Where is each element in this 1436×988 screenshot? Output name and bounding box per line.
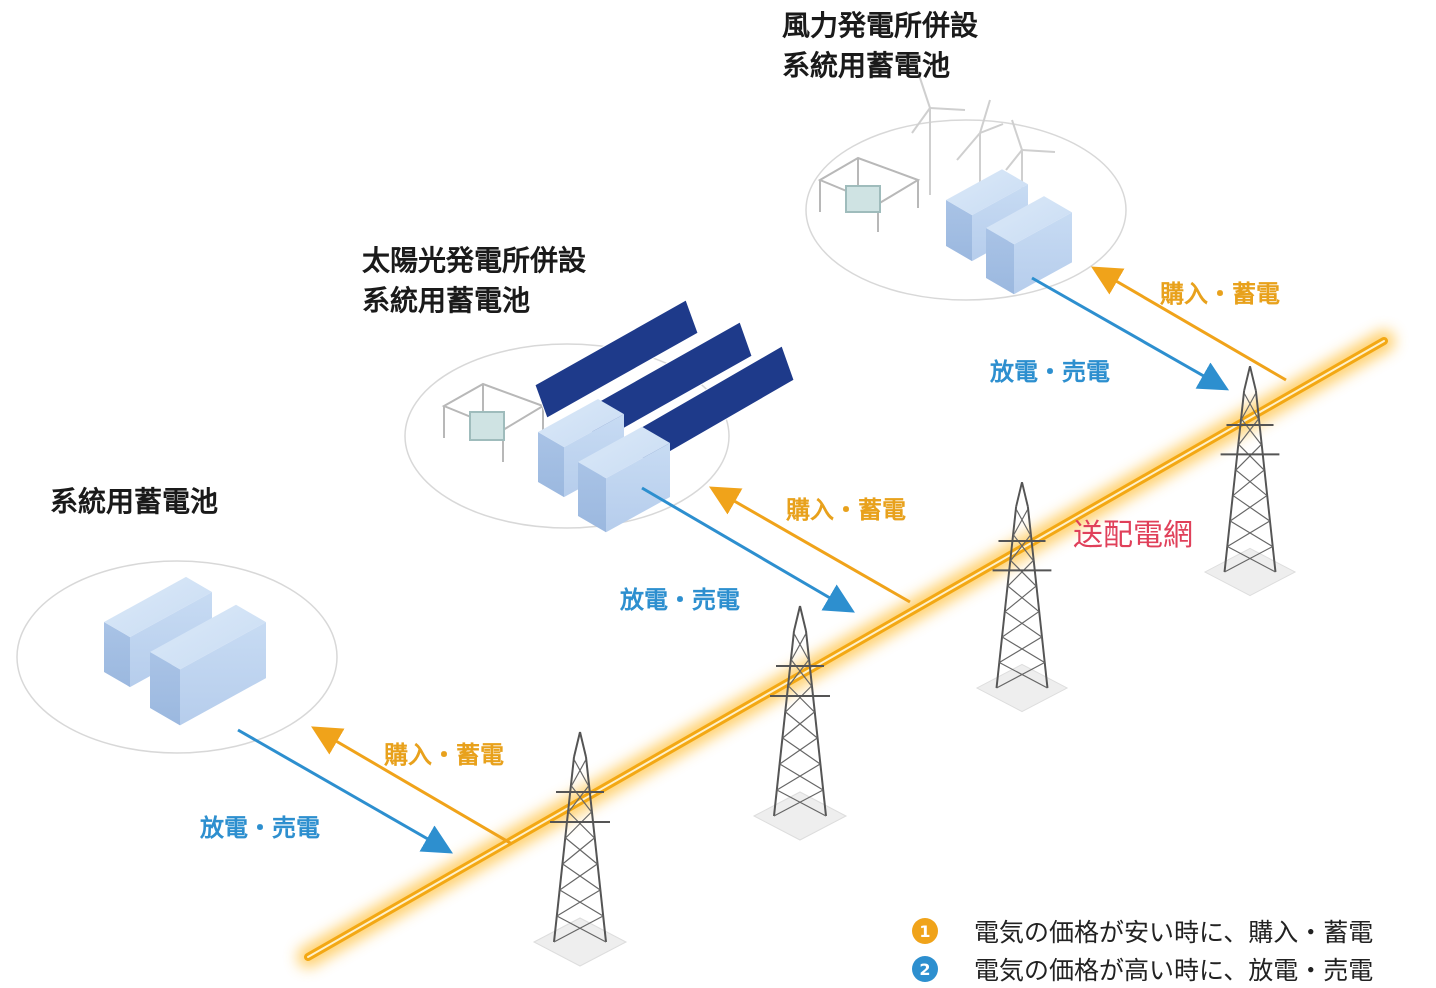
buy-arrow-wind: [1091, 266, 1287, 382]
battery-units: [104, 169, 1072, 726]
discharge-sell-label-solar: 放電・売電: [620, 586, 740, 614]
solar-site-title-line2: 系統用蓄電池: [362, 284, 531, 317]
discharge-sell-label-standalone: 放電・売電: [200, 814, 320, 842]
power-grid-line: [297, 330, 1395, 968]
power-grid-label: 送配電網: [1073, 518, 1193, 553]
buy-charge-label-wind: 購入・蓄電: [1160, 280, 1280, 308]
legend-number-badge: 2: [912, 956, 938, 982]
wind-site-title: 風力発電所併設 系統用蓄電池: [782, 6, 978, 86]
buy-arrow-solar: [708, 486, 911, 604]
standalone-site-area: [16, 560, 338, 754]
solar-site-area: [404, 343, 730, 529]
battery-icon: [578, 426, 670, 533]
transmission-towers: [532, 365, 1297, 967]
battery-icon: [986, 196, 1072, 295]
solar-site-title-line1: 太陽光発電所併設: [362, 244, 587, 277]
buy-arrow-standalone: [311, 726, 513, 846]
solar-panel-array: [534, 299, 795, 467]
substation-icon: [441, 382, 546, 462]
legend-item-2: 2 電気の価格が高い時に、放電・売電: [912, 950, 1373, 988]
legend-text: 電気の価格が安い時に、購入・蓄電: [974, 918, 1374, 947]
legend-item-1: 1 電気の価格が安い時に、購入・蓄電: [912, 912, 1373, 950]
sell-arrow-standalone: [237, 728, 454, 854]
legend-number-badge: 1: [912, 918, 938, 944]
wind-site-title-line2: 系統用蓄電池: [782, 49, 951, 82]
wind-site-area: [805, 119, 1127, 301]
flow-arrows: [237, 266, 1287, 854]
transmission-tower-icon: [975, 481, 1069, 713]
solar-site-title: 太陽光発電所併設 系統用蓄電池: [362, 241, 586, 321]
substation-icon: [817, 156, 921, 232]
battery-icon: [150, 604, 266, 726]
legend: 1 電気の価格が安い時に、購入・蓄電 2 電気の価格が高い時に、放電・売電: [912, 912, 1373, 988]
wind-site-title-line1: 風力発電所併設: [782, 9, 979, 42]
transmission-tower-icon: [1203, 365, 1297, 597]
sell-arrow-wind: [1031, 276, 1230, 391]
sell-arrow-solar: [641, 486, 855, 613]
buy-charge-label-solar: 購入・蓄電: [786, 496, 906, 524]
transmission-tower-icon: [752, 605, 848, 841]
legend-text: 電気の価格が高い時に、放電・売電: [974, 956, 1374, 985]
transmission-tower-icon: [532, 731, 628, 967]
discharge-sell-label-wind: 放電・売電: [990, 358, 1110, 386]
wind-turbine-icon: [911, 71, 1056, 210]
standalone-site-title: 系統用蓄電池: [50, 485, 219, 518]
buy-charge-label-standalone: 購入・蓄電: [384, 741, 504, 769]
